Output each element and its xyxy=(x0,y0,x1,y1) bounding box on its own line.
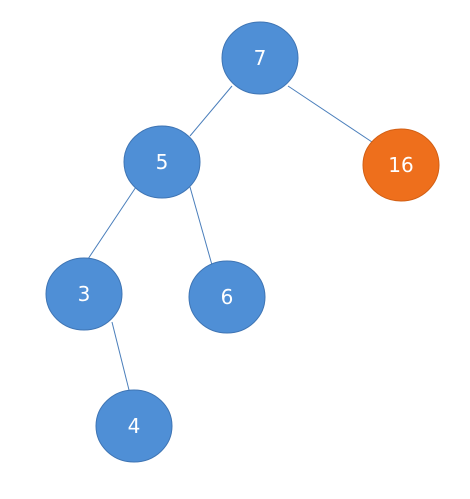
node-label: 16 xyxy=(388,153,413,177)
node-label: 7 xyxy=(254,46,267,70)
node-circle xyxy=(221,21,299,95)
tree-edges xyxy=(85,85,373,395)
tree-node-5: 5 xyxy=(123,125,201,199)
node-circle xyxy=(188,260,266,334)
node-circle xyxy=(45,257,123,331)
tree-node-3: 3 xyxy=(45,257,123,331)
edge-5-6 xyxy=(189,186,213,266)
node-label: 5 xyxy=(156,150,169,174)
node-circle xyxy=(362,128,440,202)
tree-node-6: 6 xyxy=(188,260,266,334)
tree-node-16: 16 xyxy=(362,128,440,202)
edge-7-5 xyxy=(189,85,233,137)
node-circle xyxy=(95,389,173,463)
node-label: 4 xyxy=(128,414,141,438)
tree-node-4: 4 xyxy=(95,389,173,463)
edge-5-3 xyxy=(85,186,137,263)
node-circle xyxy=(123,125,201,199)
edge-7-16 xyxy=(287,85,373,143)
edge-3-4 xyxy=(111,321,131,395)
node-label: 6 xyxy=(221,285,234,309)
node-label: 3 xyxy=(78,282,91,306)
tree-node-7: 7 xyxy=(221,21,299,95)
